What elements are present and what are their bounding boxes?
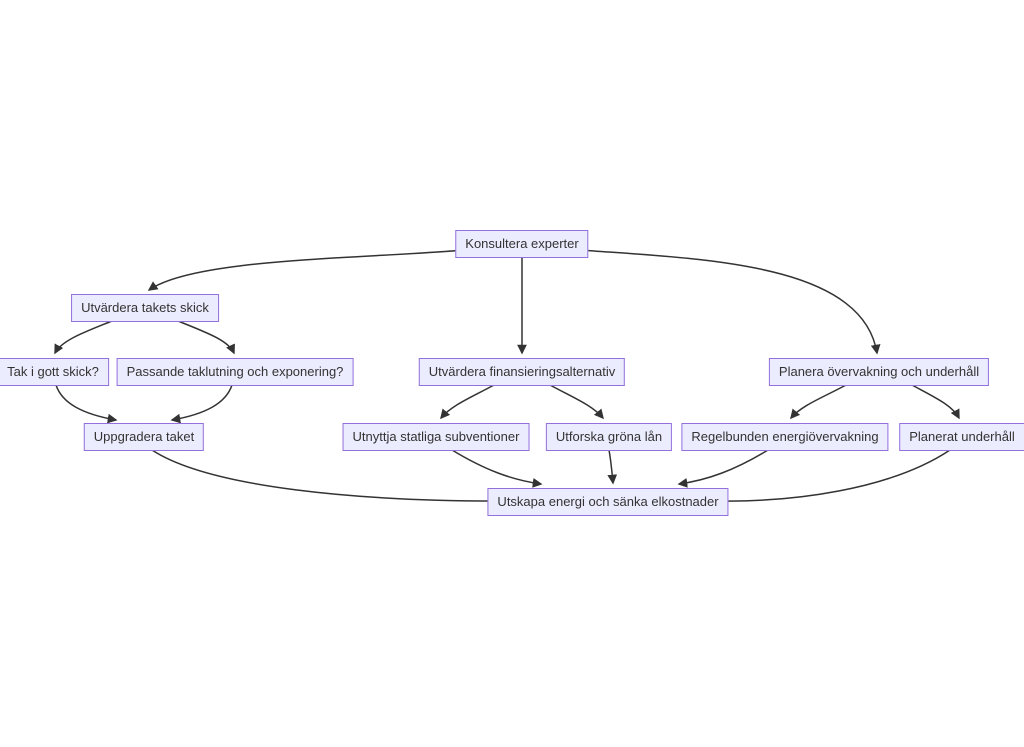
node-utvardera-takets-skick: Utvärdera takets skick [71,294,219,322]
node-uppgradera-taket: Uppgradera taket [83,423,205,451]
edge-monitor-maintenance [911,384,960,420]
node-passande-taklutning: Passande taklutning och exponering? [116,358,354,386]
edge-slope-upgrade [170,384,233,424]
node-utskapa-energi: Utskapa energi och sänka elkostnader [487,488,729,516]
edge-upgrade-goal [151,449,500,506]
edge-roof-good [54,320,113,355]
node-konsultera-experter: Konsultera experter [455,230,589,258]
edge-roof-slope [177,320,235,355]
edge-consult-roof [147,249,465,291]
node-regelbunden-energiovervakning: Regelbunden energiövervakning [681,423,889,451]
edge-energymon-goal [677,449,769,488]
node-planerat-underhall: Planerat underhåll [899,423,1024,451]
edge-loans-goal [607,449,618,485]
edge-maintenance-goal [717,449,951,506]
edge-good-upgrade [55,384,118,424]
node-tak-i-gott-skick: Tak i gott skick? [0,358,109,386]
node-utvardera-finansieringsalternativ: Utvärdera finansieringsalternativ [418,358,626,386]
edge-consult-monitor [579,249,881,355]
node-planera-overvakning: Planera övervakning och underhåll [768,358,990,386]
node-utnyttja-subventioner: Utnyttja statliga subventioner [342,423,530,451]
edge-finance-loans [549,384,604,420]
edge-monitor-energymon [790,384,847,420]
edge-finance-subsidy [440,384,495,420]
node-utforska-grona-lan: Utforska gröna lån [545,423,673,451]
edge-subsidy-goal [451,449,543,488]
